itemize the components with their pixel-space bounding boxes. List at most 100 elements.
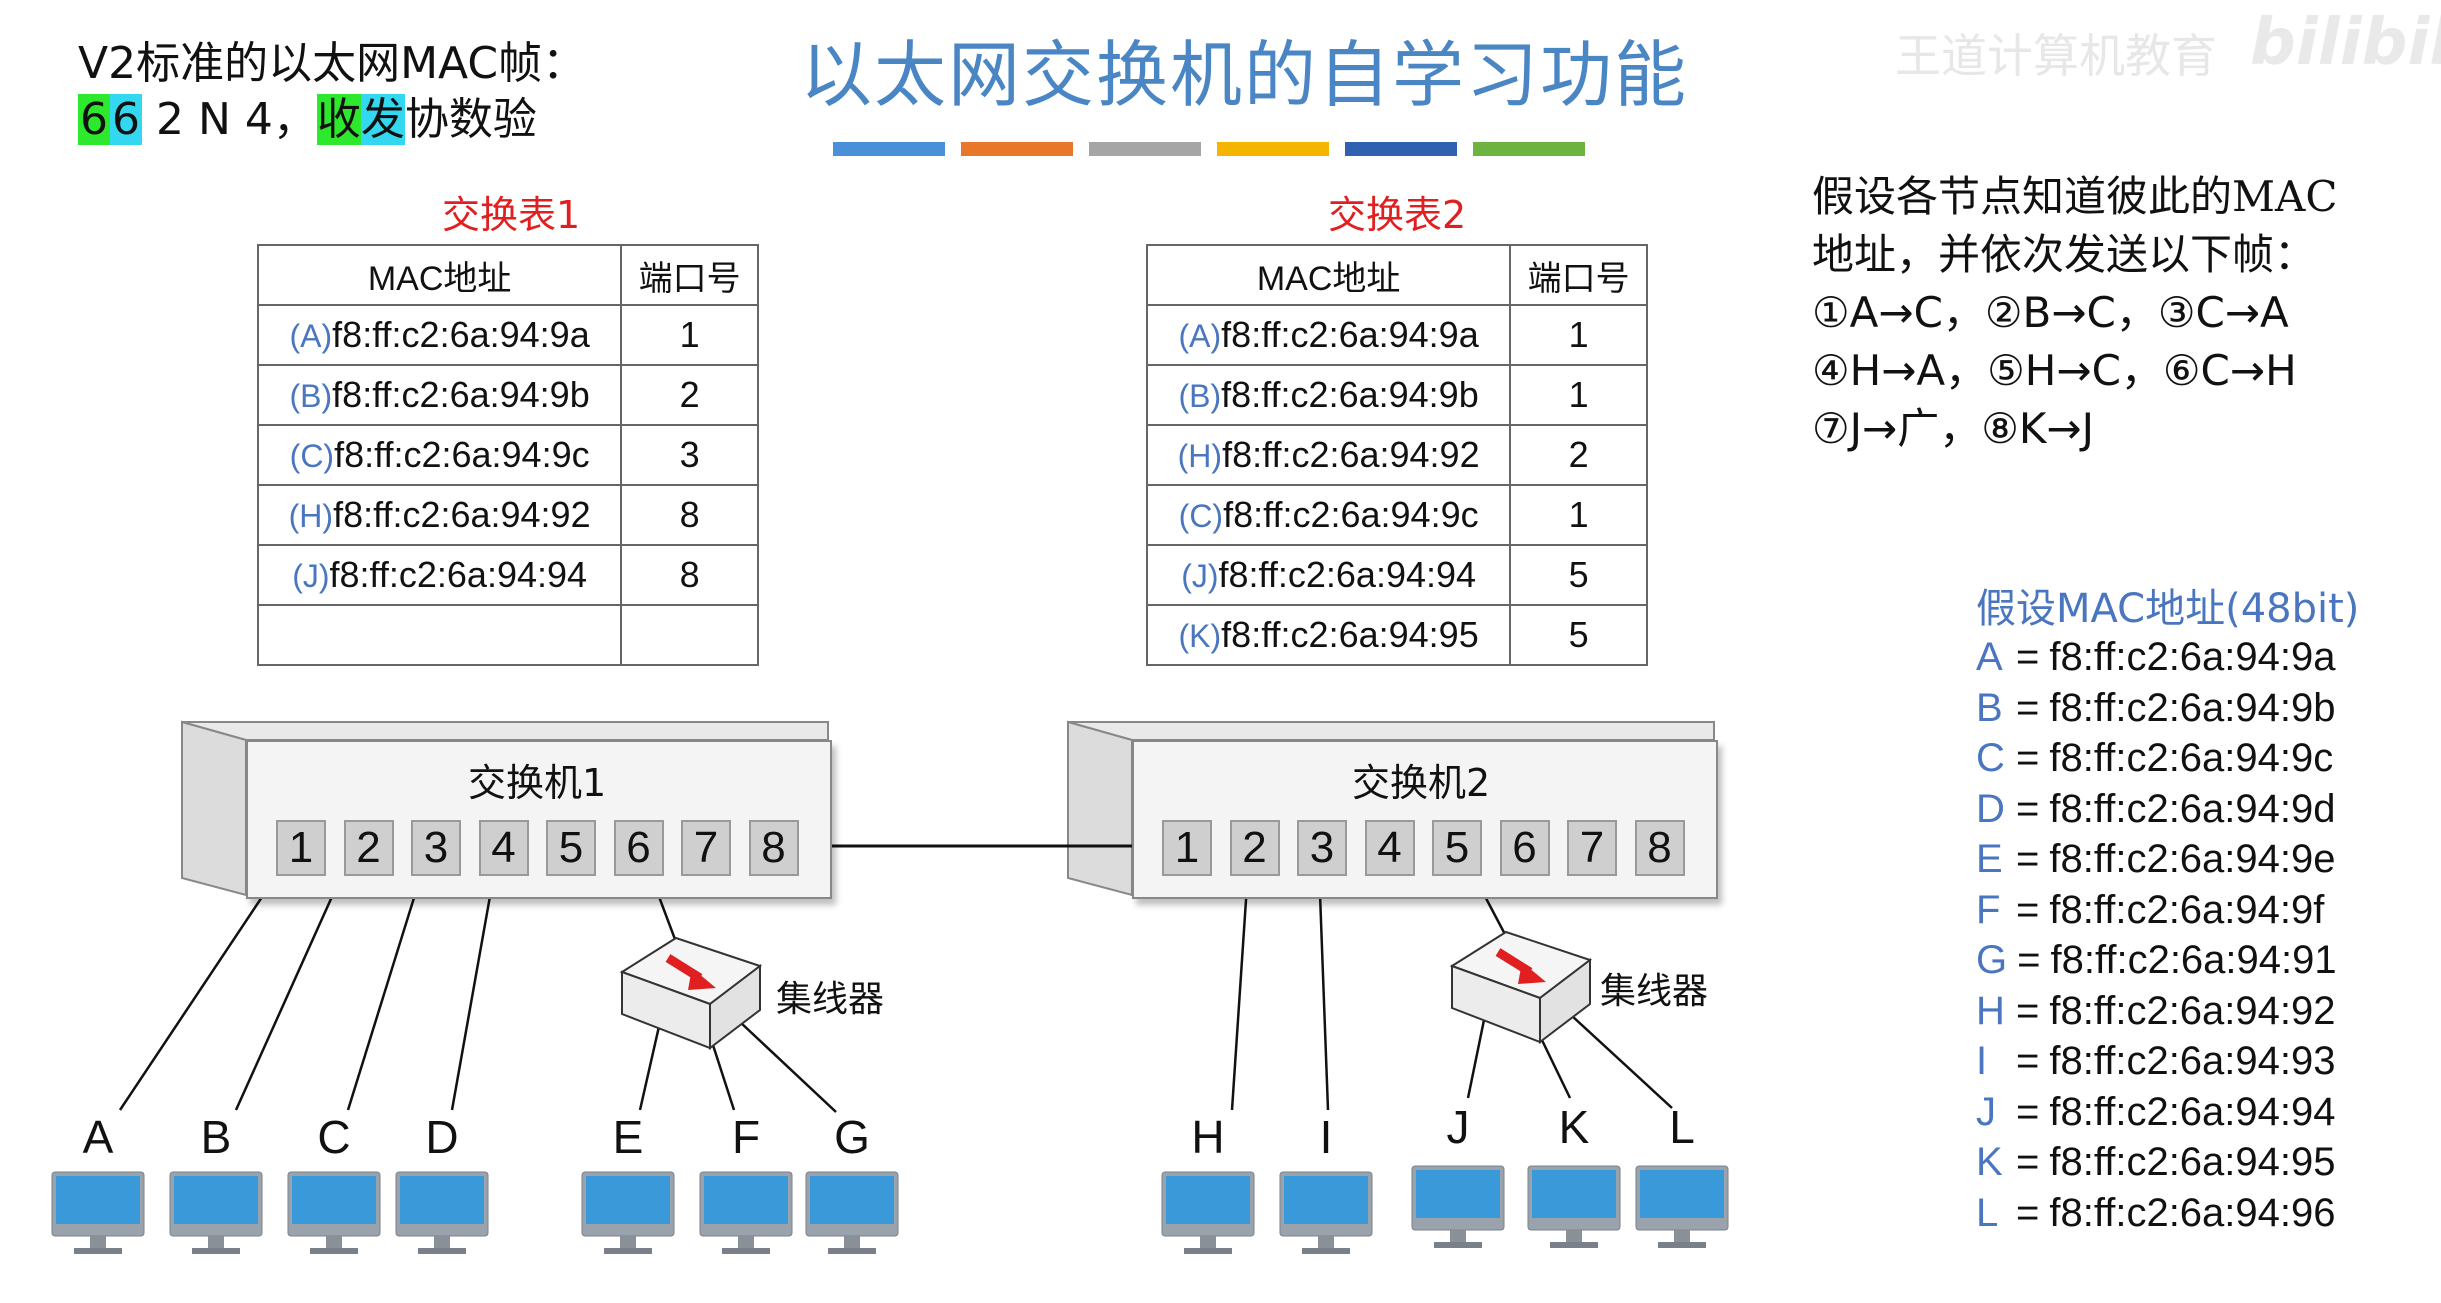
frame-fields-tail: 协数验	[404, 94, 537, 145]
assumption-text: 假设各节点知道彼此的MAC 地址，并依次发送以下帧： ①A→C，②B→C，③C→…	[1812, 168, 2337, 458]
node-tag: (H)	[1177, 438, 1223, 474]
port-cell: 8	[620, 484, 759, 546]
mac-list-node: D	[1976, 786, 2005, 831]
mac-list-value: f8:ff:c2:6a:94:9b	[2049, 685, 2336, 730]
host-a-monitor-icon	[51, 1171, 145, 1254]
equals-sign: =	[2016, 685, 2040, 730]
port-cell: 2	[620, 364, 759, 426]
switch2-port-6: 6	[1499, 820, 1550, 876]
mac-list-value: f8:ff:c2:6a:94:94	[2049, 1089, 2336, 1134]
host-d-monitor-icon	[395, 1171, 489, 1254]
mac-list-item: C=f8:ff:c2:6a:94:9c	[1976, 733, 2337, 784]
mac-value: f8:ff:c2:6a:94:94	[1218, 554, 1477, 595]
mac-value: f8:ff:c2:6a:94:9a	[332, 314, 590, 355]
mac-value: f8:ff:c2:6a:94:94	[329, 554, 588, 595]
node-tag: (J)	[292, 558, 330, 594]
mac-list-node: F	[1976, 887, 2001, 932]
bilibili-logo: bilibili	[2250, 6, 2441, 80]
switch2-port-2: 2	[1229, 820, 1280, 876]
frame-fields-rest: 2 N 4，	[142, 94, 317, 145]
mac-list-node: B	[1976, 685, 2003, 730]
title-color-bar	[833, 142, 1593, 156]
title-bar-segment	[833, 142, 945, 156]
mac-cell: (A)f8:ff:c2:6a:94:9a	[1145, 304, 1512, 366]
port-cell: 1	[1509, 484, 1648, 546]
switch1-port-5: 5	[546, 820, 596, 876]
host-j-monitor-icon	[1411, 1165, 1505, 1248]
title-bar-segment	[1217, 142, 1329, 156]
mac-list-value: f8:ff:c2:6a:94:9a	[2049, 635, 2336, 679]
equals-sign: =	[2016, 736, 2040, 780]
mac-cell	[256, 604, 623, 666]
mac-cell: (C)f8:ff:c2:6a:94:9c	[1145, 484, 1512, 546]
port-cell: 8	[620, 544, 759, 606]
mac-value: f8:ff:c2:6a:94:9c	[334, 434, 590, 475]
switch2-port-7: 7	[1567, 820, 1617, 876]
title-bar-segment	[1473, 142, 1585, 156]
host-b-label: B	[200, 1111, 232, 1163]
mac-value: f8:ff:c2:6a:94:9b	[332, 374, 590, 415]
mac-cell: (H)f8:ff:c2:6a:94:92	[1145, 424, 1512, 486]
host-l-label: L	[1669, 1101, 1695, 1153]
equals-sign: =	[2016, 1190, 2040, 1235]
switch1-side-face	[181, 720, 247, 897]
wire-g	[739, 1021, 837, 1113]
mac-cell: (K)f8:ff:c2:6a:94:95	[1145, 604, 1512, 666]
equals-sign: =	[2017, 938, 2041, 982]
mac-cell: (H)f8:ff:c2:6a:94:92	[256, 484, 623, 546]
hub2-label: 集线器	[1600, 971, 1709, 1012]
node-tag: (A)	[289, 318, 333, 354]
host-a-label: A	[82, 1111, 114, 1163]
equals-sign: =	[2016, 1039, 2040, 1083]
frame-sequence-line1: ①A→C，②B→C，③C→A	[1812, 288, 2289, 337]
col-port-header: 端口号	[620, 244, 759, 306]
port-cell: 1	[620, 304, 759, 366]
table-row: (J)f8:ff:c2:6a:94:94 8	[256, 544, 759, 606]
node-tag: (C)	[1178, 498, 1224, 534]
mac-list-item: H=f8:ff:c2:6a:94:92	[1976, 986, 2337, 1037]
port-cell: 3	[620, 424, 759, 486]
host-f-label: F	[731, 1111, 761, 1163]
mac-list-node: A	[1976, 635, 2003, 679]
switch2-port-8: 8	[1634, 820, 1685, 876]
wire-f	[710, 1041, 736, 1111]
switch2-port-4: 4	[1364, 820, 1415, 876]
table-header-row: MAC地址 端口号	[1145, 244, 1648, 306]
col-mac-header: MAC地址	[256, 244, 623, 306]
frame-format-fields: 66 2 N 4，收发协数验	[78, 92, 586, 148]
mac-list-value: f8:ff:c2:6a:94:91	[2050, 938, 2337, 982]
frame-format-note: V2标准的以太网MAC帧： 66 2 N 4，收发协数验	[78, 36, 586, 148]
switch1-port-4: 4	[478, 820, 529, 876]
equals-sign: =	[2016, 1140, 2040, 1184]
node-tag: (K)	[1178, 618, 1222, 654]
host-g-monitor-icon	[805, 1171, 899, 1254]
hub1-icon	[619, 936, 763, 1051]
switch1-port-6: 6	[613, 820, 664, 876]
host-c-monitor-icon	[287, 1171, 381, 1254]
table2-caption: 交换表2	[1328, 193, 1467, 237]
mac-list-value: f8:ff:c2:6a:94:9d	[2049, 786, 2336, 831]
wire-e	[638, 1021, 662, 1111]
node-tag: (B)	[289, 378, 333, 414]
mac-list-node: H	[1976, 988, 2005, 1033]
switch1-port-2: 2	[343, 820, 394, 876]
src-mac-chip: 6	[110, 94, 142, 145]
frame-sequence-line3: ⑦J→广，⑧K→J	[1812, 404, 2095, 453]
node-tag: (B)	[1178, 378, 1222, 414]
mac-list-value: f8:ff:c2:6a:94:9f	[2049, 887, 2325, 932]
frame-sequence-line2: ④H→A，⑤H→C，⑥C→H	[1812, 346, 2297, 395]
host-k-monitor-icon	[1527, 1165, 1621, 1248]
switch2-side-face	[1067, 720, 1133, 897]
switch2-top-face	[1067, 721, 1715, 741]
title-bar-segment	[1345, 142, 1457, 156]
mac-list-node: J	[1976, 1089, 1996, 1134]
equals-sign: =	[2016, 786, 2040, 831]
